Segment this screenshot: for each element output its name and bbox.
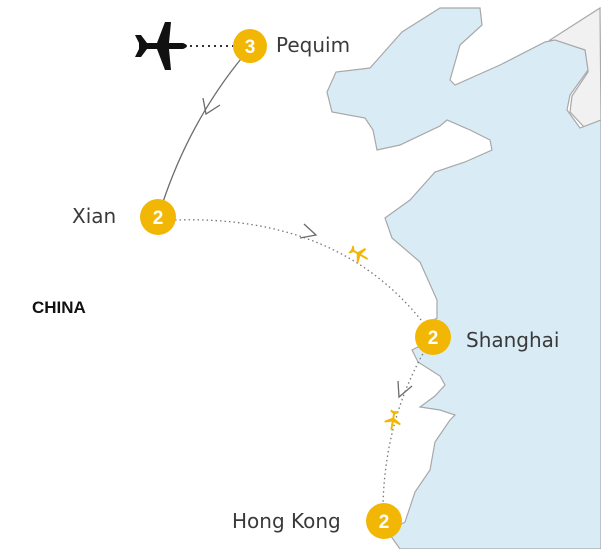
sea [326, 7, 601, 549]
nights-count: 2 [428, 328, 439, 349]
route-xian-shanghai [174, 219, 426, 326]
route-shanghai-hongkong [382, 349, 426, 506]
nights-count: 3 [245, 37, 256, 58]
route-pequim-xian [161, 53, 246, 206]
nights-count: 2 [379, 512, 390, 533]
city-label-xian: Xian [72, 204, 117, 228]
city-label-shanghai: Shanghai [466, 328, 560, 352]
stop-marker-hong-kong[interactable]: 2 [366, 503, 402, 539]
stop-marker-shanghai[interactable]: 2 [415, 319, 451, 355]
direction-arrow [397, 380, 413, 399]
airplane-icon [384, 409, 401, 431]
direction-arrow [299, 223, 318, 239]
city-label-pequim: Pequim [276, 33, 351, 57]
direction-arrow [202, 97, 221, 116]
stop-marker-pequim[interactable]: 3 [233, 29, 267, 63]
arrival-airplane-icon [135, 22, 187, 70]
stop-marker-xian[interactable]: 2 [140, 199, 176, 235]
nights-count: 2 [153, 208, 164, 229]
airplane-icon [348, 245, 369, 263]
country-label: CHINA [32, 298, 86, 317]
city-label-hong-kong: Hong Kong [232, 509, 341, 533]
